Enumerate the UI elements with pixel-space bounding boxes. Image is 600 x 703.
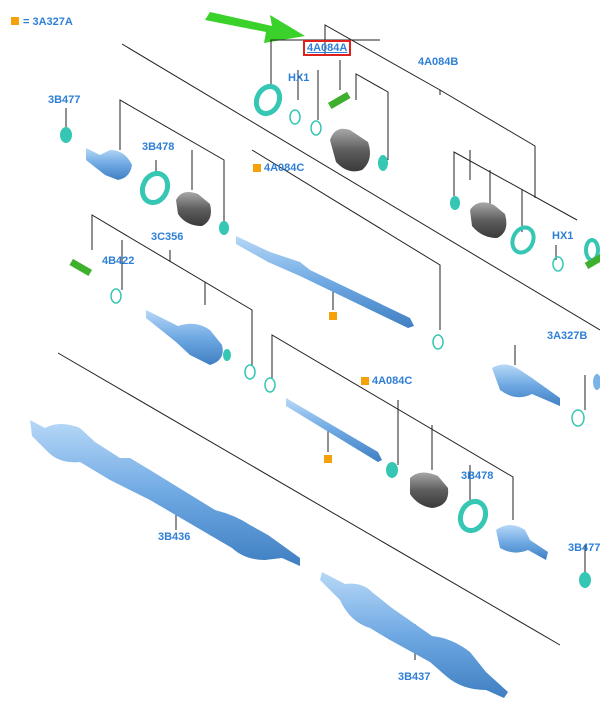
callout-3A327B[interactable]: 3A327B — [547, 330, 588, 342]
callout-3C356[interactable]: 3C356 — [151, 231, 184, 243]
boot-clamp — [378, 155, 388, 171]
callout-4A084A[interactable]: 4A084A — [303, 40, 352, 56]
intermediate-shaft-upper — [60, 127, 444, 350]
legend-swatch-icon — [11, 17, 19, 25]
callout-HX1-right[interactable]: HX1 — [552, 230, 574, 242]
cv-joint-kit-right — [450, 196, 600, 272]
callout-4A084C-top[interactable]: 4A084C — [264, 162, 305, 174]
callout-3B436[interactable]: 3B436 — [158, 531, 191, 543]
callout-HX1-top[interactable]: HX1 — [288, 72, 310, 84]
grease-pack-green — [327, 91, 351, 109]
inner-shaft-left — [69, 258, 276, 393]
marker-4A084C-mid-icon — [361, 377, 369, 385]
legend: = 3A327A — [11, 16, 73, 28]
callout-3B478-top[interactable]: 3B478 — [142, 141, 175, 153]
boot-gray — [330, 128, 370, 172]
marker-orange — [329, 312, 337, 320]
green-pointer-arrow — [205, 12, 305, 43]
cv-joint-kit-top — [253, 83, 388, 172]
seal-ring-teal — [253, 83, 283, 117]
mid-shaft — [286, 398, 591, 588]
callout-3B477-top[interactable]: 3B477 — [48, 94, 81, 106]
callout-4A084C-mid[interactable]: 4A084C — [372, 375, 413, 387]
legend-text: = 3A327A — [23, 16, 73, 28]
callout-4A084B[interactable]: 4A084B — [418, 56, 459, 68]
leader-lines — [65, 24, 586, 660]
callout-3B477-right[interactable]: 3B477 — [568, 542, 600, 554]
snap-ring — [289, 109, 301, 125]
callout-4B422[interactable]: 4B422 — [102, 255, 135, 267]
halfshaft-assembly-3b436 — [30, 420, 300, 566]
snap-ring — [310, 120, 322, 136]
callout-3B478-bottom[interactable]: 3B478 — [461, 470, 494, 482]
marker-4A084C-top-icon — [253, 164, 261, 172]
separator-lines — [57, 43, 600, 646]
callout-3B437[interactable]: 3B437 — [398, 671, 431, 683]
stub-shaft-right — [492, 364, 600, 427]
halfshaft-assembly-3b437 — [320, 572, 508, 698]
